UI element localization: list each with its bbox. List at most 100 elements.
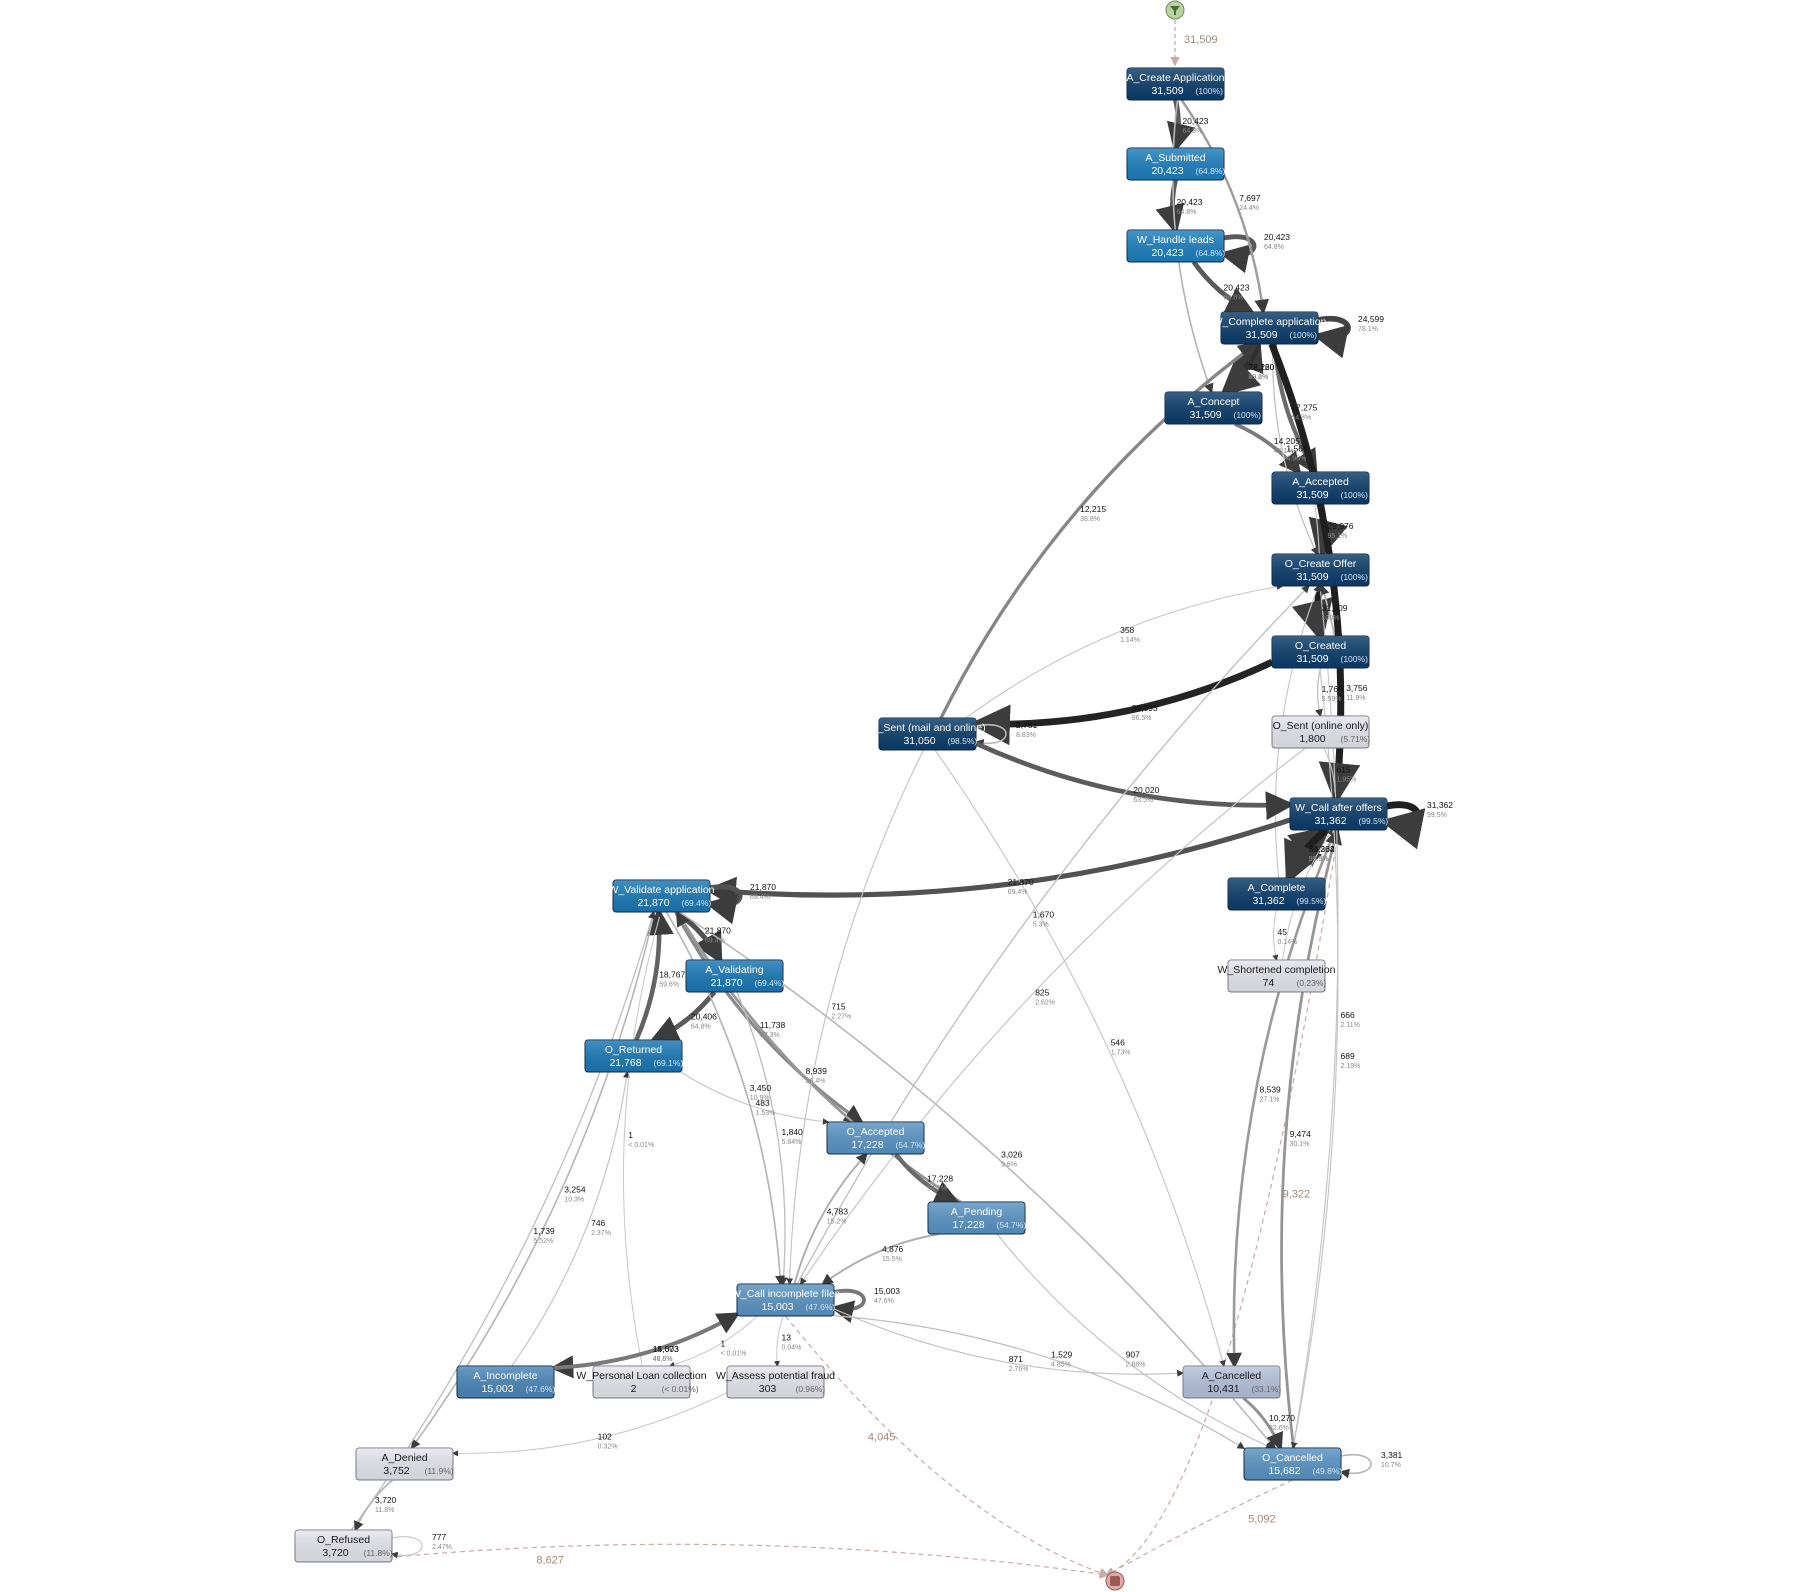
edge-o_created-to-sent_online[interactable] xyxy=(1315,667,1323,718)
edge-complete_app-to-create_offer[interactable] xyxy=(1272,343,1318,556)
edge-percent-label: 64.8% xyxy=(691,1024,711,1031)
edge-percent-label: 69.4% xyxy=(750,894,770,901)
edge-count-label: 907 xyxy=(1126,1350,1140,1360)
end-node[interactable] xyxy=(1105,1571,1125,1591)
edge-personal_loan-to-validate[interactable] xyxy=(622,911,663,1367)
edge-o_cancelled-to-call_after[interactable] xyxy=(1280,827,1342,1449)
edge-count-label: 3,450 xyxy=(750,1083,772,1093)
edge-percent-label: 95.9% xyxy=(1309,856,1329,863)
edge-pending-to-validate[interactable] xyxy=(675,909,962,1204)
edge-complete_app-to-complete_app[interactable] xyxy=(1312,315,1351,359)
activity-node-sent_online[interactable]: O_Sent (online only)1,800(5.71%) xyxy=(1271,715,1370,749)
edge-percent-label: 89.2% xyxy=(1248,374,1268,381)
edge-refused-to-refused[interactable] xyxy=(390,1536,423,1559)
edge-sent_mail-to-complete_app[interactable] xyxy=(939,342,1259,719)
activity-count: 31,362 xyxy=(1314,815,1346,827)
edge-handle_leads-to-complete_app[interactable] xyxy=(1191,260,1256,315)
end-flow-o_cancelled[interactable] xyxy=(1104,1479,1293,1577)
activity-node-sent_mail[interactable]: O_Sent (mail and online)31,050(98.5%) xyxy=(869,717,986,751)
edge-incomplete-to-returned[interactable] xyxy=(511,1070,630,1367)
edge-call_incomplete-to-incomplete[interactable] xyxy=(550,1312,738,1379)
edge-percent-label: 69.4% xyxy=(1008,889,1028,896)
edge-sent_mail-to-sent_mail[interactable] xyxy=(974,723,1007,748)
edge-count-label: 1,564 xyxy=(1286,444,1308,454)
edge-incomplete-to-call_incomplete[interactable] xyxy=(553,1312,741,1370)
edge-denied-to-refused[interactable] xyxy=(354,1479,394,1532)
edge-call_incomplete-to-fraud[interactable] xyxy=(773,1315,784,1367)
end-flow-refused[interactable] xyxy=(343,1543,1110,1579)
edge-returned-to-validate[interactable] xyxy=(634,907,674,1041)
activity-name: O_Returned xyxy=(605,1044,662,1056)
edge-fraud-to-denied[interactable] xyxy=(451,1392,728,1457)
edge-a_cancelled-to-o_cancelled[interactable] xyxy=(1242,1396,1283,1451)
edge-call_incomplete-to-create_offer[interactable] xyxy=(796,585,1310,1285)
edge-validating-to-returned[interactable] xyxy=(649,990,717,1044)
end-flow-call_incomplete[interactable] xyxy=(785,1315,1110,1578)
activity-name: O_Create Offer xyxy=(1285,558,1357,570)
edge-sent_mail-to-call_after[interactable] xyxy=(975,741,1295,821)
edge-call_after-to-call_after[interactable] xyxy=(1380,801,1426,850)
edge-count-label: 29,976 xyxy=(1328,521,1354,531)
edge-percent-label: 96.5% xyxy=(1132,715,1152,722)
edge-validate-to-call_incomplete[interactable] xyxy=(665,911,786,1286)
edge-call_after-to-a_complete[interactable] xyxy=(1284,827,1329,885)
edge-count-label: 17,228 xyxy=(927,1174,953,1184)
edge-call_incomplete-to-a_cancelled[interactable] xyxy=(833,1308,1185,1377)
activity-name: O_Cancelled xyxy=(1262,1452,1323,1464)
edge-call_incomplete-to-personal_loan[interactable] xyxy=(668,1315,758,1368)
edge-validating-to-call_incomplete[interactable] xyxy=(736,991,788,1286)
edge-a_complete-to-shortened[interactable] xyxy=(1272,909,1279,961)
edge-sent_mail-to-create_offer[interactable] xyxy=(965,583,1284,719)
edge-pending-to-call_incomplete[interactable] xyxy=(821,1233,940,1286)
edge-count-label: 15,003 xyxy=(874,1286,900,1296)
edge-o_created-to-sent_mail[interactable] xyxy=(969,659,1274,746)
start-node[interactable] xyxy=(1165,0,1185,20)
edge-o_accepted-to-pending[interactable] xyxy=(894,1152,961,1205)
edge-returned-to-o_accepted[interactable] xyxy=(680,1071,830,1125)
edge-count-label: 21,870 xyxy=(750,882,776,892)
edge-count-label: 12,215 xyxy=(1080,504,1106,514)
edge-create_offer-to-o_created[interactable] xyxy=(1291,585,1333,643)
edge-sent_mail-to-call_incomplete[interactable] xyxy=(786,749,925,1286)
edge-o_created-to-o_cancelled[interactable] xyxy=(1290,667,1339,1450)
edge-call_after-to-validate[interactable] xyxy=(704,817,1291,908)
edge-call_incomplete-to-o_cancelled[interactable] xyxy=(833,1315,1246,1449)
edge-call_incomplete-to-o_accepted[interactable] xyxy=(793,1152,868,1285)
edge-call_incomplete-to-call_incomplete[interactable] xyxy=(830,1288,866,1324)
edge-pending-to-o_cancelled[interactable] xyxy=(996,1233,1273,1449)
edge-sent_mail-to-a_cancelled[interactable] xyxy=(934,749,1226,1368)
activity-percent: (100%) xyxy=(1341,490,1369,500)
edge-validate-to-validate[interactable] xyxy=(704,884,743,925)
edge-validate-to-o_accepted[interactable] xyxy=(674,911,865,1124)
edge-sent_online-to-call_incomplete[interactable] xyxy=(799,747,1306,1285)
edge-concept-to-accepted[interactable] xyxy=(1234,422,1302,475)
edge-o_cancelled-to-o_cancelled[interactable] xyxy=(1339,1453,1372,1479)
edge-handle_leads-to-handle_leads[interactable] xyxy=(1219,234,1257,274)
edge-create_app-to-complete_app[interactable] xyxy=(1180,99,1270,315)
edge-o_cancelled-to-create_offer[interactable] xyxy=(1292,584,1339,1449)
